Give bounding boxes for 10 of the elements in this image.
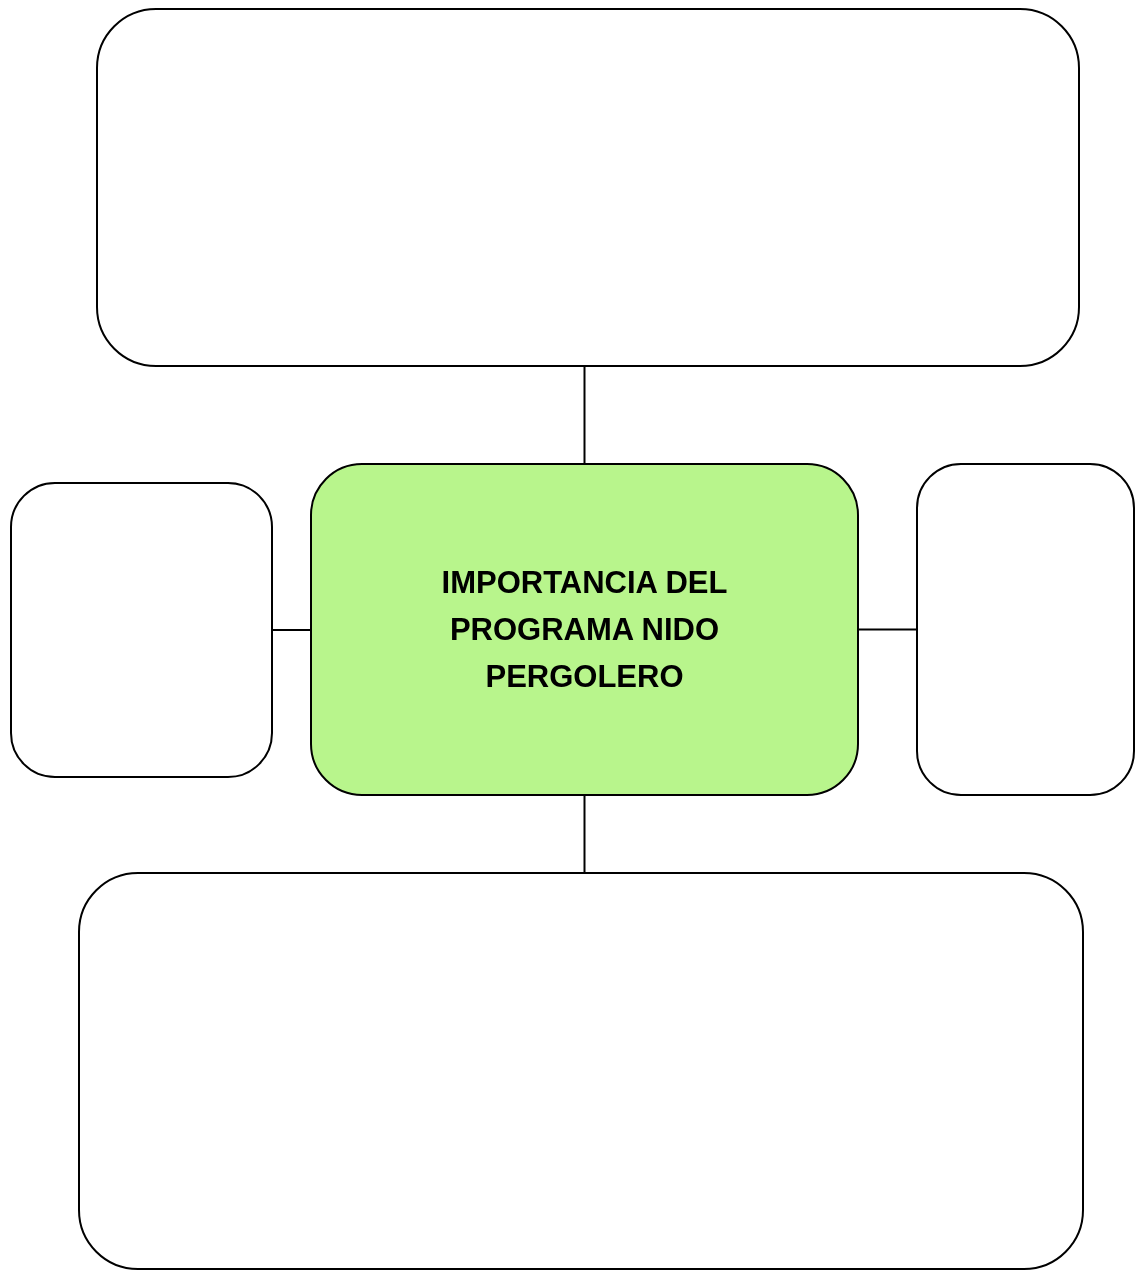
topic-title: IMPORTANCIA DEL PROGRAMA NIDO PERGOLERO (440, 564, 729, 696)
connector-line (272, 629, 311, 631)
connector-line (583, 366, 586, 464)
empty-rounded-box (916, 463, 1135, 796)
empty-rounded-box (78, 872, 1084, 1270)
connector-line (583, 795, 586, 873)
connector-line (858, 628, 917, 631)
empty-rounded-box (10, 482, 273, 778)
topic-box (310, 463, 859, 796)
empty-rounded-box (96, 8, 1080, 367)
